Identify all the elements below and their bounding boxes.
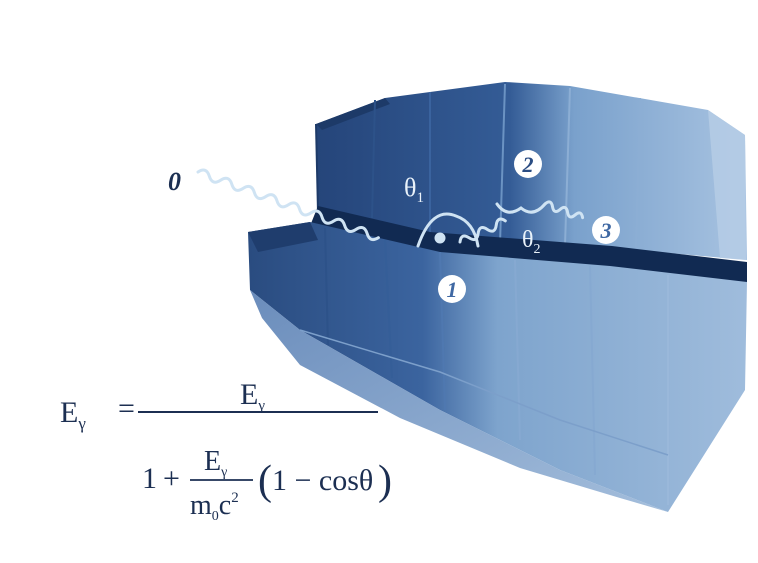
formula-one: 1 [142,462,157,495]
interaction-point-1 [436,234,444,242]
compton-formula: Eγ = Eγ 1 + Eγ m0c2 ( 1 − cosθ ) [60,378,392,524]
interaction-label-2: 2 [522,152,534,177]
source-label-0: 0 [168,167,181,196]
interaction-label-3: 3 [600,218,612,243]
inner-denominator: m0c2 [190,490,239,524]
formula-paren-open: ( [258,458,272,504]
formula-equals: = [118,392,135,425]
formula-lhs: Eγ [60,396,86,433]
formula-numerator: Eγ [240,378,265,414]
interaction-label-1: 1 [447,277,458,302]
formula-plus: + [163,462,180,495]
inner-numerator: Eγ [204,446,227,480]
formula-paren-close: ) [378,458,392,504]
formula-paren-content: 1 − cosθ [272,464,373,497]
